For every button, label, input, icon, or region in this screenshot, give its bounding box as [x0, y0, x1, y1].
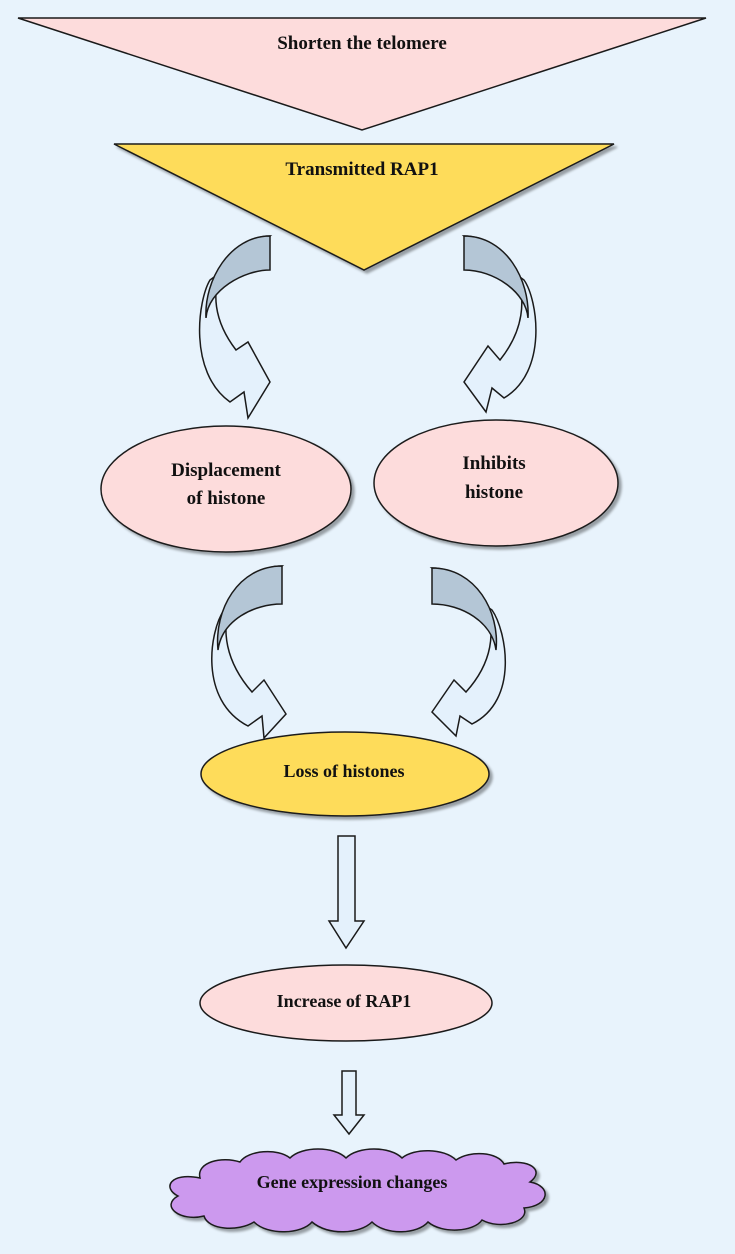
block-arrow-increase-to-gene	[332, 1070, 366, 1136]
shorten-telomere-label: Shorten the telomere	[277, 33, 447, 54]
block-arrow-loss-to-increase	[327, 835, 366, 950]
loss-histones-shape	[200, 731, 490, 817]
gene-expression-label: Gene expression changes	[257, 1172, 448, 1192]
loss-histones-label: Loss of histones	[283, 761, 404, 781]
displacement-histone-shape	[100, 425, 352, 553]
shorten-telomere-shape	[17, 17, 707, 131]
inhibits-histone-label-line2: histone	[465, 482, 523, 503]
displacement-histone-label-line2: of histone	[187, 488, 266, 509]
gene-expression-cloud-shape	[169, 1148, 546, 1233]
curved-arrow-displacement-to-loss	[211, 565, 287, 740]
increase-rap1-label: Increase of RAP1	[277, 991, 412, 1011]
curved-arrow-to-inhibits	[461, 235, 537, 414]
inhibits-histone-label-line1: Inhibits	[462, 453, 525, 474]
increase-rap1-shape	[199, 964, 493, 1042]
inhibits-histone-shape	[373, 419, 619, 547]
displacement-histone-label-line1: Displacement	[171, 460, 281, 481]
transmitted-rap1-label: Transmitted RAP1	[285, 159, 438, 180]
curved-arrow-inhibits-to-loss	[429, 567, 507, 738]
curved-arrow-to-displacement	[198, 235, 273, 421]
transmitted-rap1-shape	[113, 143, 615, 271]
